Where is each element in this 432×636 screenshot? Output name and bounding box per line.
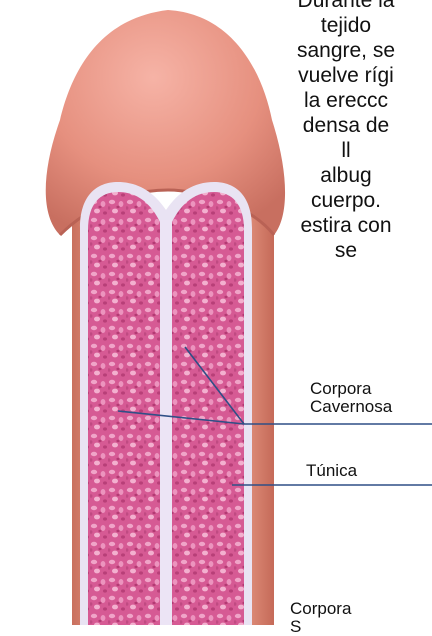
label-line: Cavernosa (310, 398, 392, 416)
paragraph-line: vuelve rígi (246, 63, 432, 88)
paragraph-line: densa de (246, 113, 432, 138)
paragraph-line: Durante la (246, 0, 432, 13)
paragraph-line: tejido (246, 13, 432, 38)
description-paragraph: Durante la tejido sangre, se vuelve rígi… (246, 0, 432, 263)
label-corpora-cavernosa: Corpora Cavernosa (310, 380, 392, 416)
paragraph-line: la ereccc (246, 88, 432, 113)
paragraph-line: albug (246, 163, 432, 188)
septum (160, 220, 172, 625)
paragraph-line: sangre, se (246, 38, 432, 63)
label-line: S (290, 618, 351, 636)
paragraph-line: ll (246, 138, 432, 163)
left-corpus-tissue (88, 192, 160, 625)
label-line: Corpora (290, 600, 351, 618)
right-corpus-tissue (172, 192, 244, 625)
label-corpora-spongiosum: Corpora S (290, 600, 351, 636)
label-line: Corpora (310, 380, 392, 398)
label-tunica: Túnica (306, 462, 357, 480)
paragraph-line: se (246, 238, 432, 263)
paragraph-line: cuerpo. (246, 188, 432, 213)
paragraph-line: estira con (246, 213, 432, 238)
